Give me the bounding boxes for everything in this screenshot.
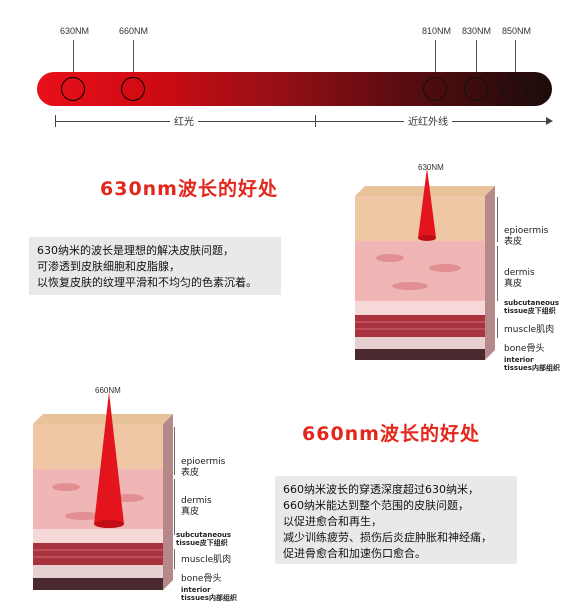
range-axis-divider bbox=[315, 115, 316, 127]
desc-630-line-3: 以恢复皮肤的纹理平滑和不均匀的色素沉着。 bbox=[37, 276, 257, 289]
skin-diagram-630 bbox=[355, 168, 495, 360]
label-dermis-630-en: dermis bbox=[504, 268, 535, 278]
label-subcutaneous-660: subcutaneous tissue皮下组织 bbox=[176, 531, 231, 547]
label-subcutaneous-630-cn: tissue皮下组织 bbox=[504, 307, 556, 315]
wl-tick-660 bbox=[133, 40, 134, 78]
label-epidermis-660: epioermis 表皮 bbox=[181, 457, 225, 479]
desc-660-line-1: 660纳米波长的穿透深度超过630纳米， bbox=[283, 483, 479, 496]
bracket-epidermis-660 bbox=[174, 427, 175, 475]
desc-660-line-4: 减少训练疲劳、损伤后炎症肿胀和神经痛， bbox=[283, 531, 492, 544]
range-axis bbox=[55, 121, 548, 122]
label-epidermis-630: epioermis 表皮 bbox=[504, 226, 548, 248]
bracket-muscle-630 bbox=[497, 318, 498, 338]
layer-bone-630 bbox=[355, 337, 485, 349]
wl-tick-810 bbox=[435, 40, 436, 78]
label-bone-660: bone骨头 bbox=[181, 574, 222, 584]
label-interior-660-cn: tissues内部组织 bbox=[181, 594, 237, 602]
bracket-dermis-630 bbox=[497, 246, 498, 301]
label-subcutaneous-660-en: subcutaneous bbox=[176, 531, 232, 539]
wl-tick-630 bbox=[73, 40, 74, 78]
wl-tick-830 bbox=[476, 40, 477, 78]
label-interior-630-cn: tissues内部组织 bbox=[504, 364, 560, 372]
label-interior-660: interior tissues内部组织 bbox=[181, 586, 237, 602]
layer-bone-660 bbox=[33, 565, 163, 578]
label-interior-630-en: interior bbox=[504, 356, 534, 364]
bracket-dermis-660 bbox=[174, 479, 175, 535]
skin-diagram-660 bbox=[33, 392, 173, 590]
desc-630: 630纳米的波长是理想的解决皮肤问题， 可渗透到皮肤细胞和皮脂腺， 以恢复皮肤的… bbox=[29, 237, 281, 295]
label-dermis-660: dermis 真皮 bbox=[181, 496, 212, 518]
title-630: 630nm波长的好处 bbox=[100, 178, 278, 200]
label-interior-630: interior tissues内部组织 bbox=[504, 356, 560, 372]
wl-label-830: 830NM bbox=[462, 26, 492, 36]
label-muscle-630: muscle肌肉 bbox=[504, 325, 555, 335]
layer-interior-660 bbox=[33, 578, 163, 590]
desc-660-line-5: 促进骨愈合和加速伤口愈合。 bbox=[283, 547, 426, 560]
desc-660-line-3: 以促进愈合和再生， bbox=[283, 515, 382, 528]
layer-muscle-630 bbox=[355, 315, 485, 337]
label-dermis-630-cn: 真皮 bbox=[504, 279, 523, 289]
desc-660: 660纳米波长的穿透深度超过630纳米， 660纳米能达到整个范围的皮肤问题， … bbox=[275, 476, 517, 564]
label-dermis-630: dermis 真皮 bbox=[504, 268, 535, 290]
wl-tick-850 bbox=[515, 40, 516, 78]
label-interior-660-en: interior bbox=[181, 586, 211, 594]
wl-marker-850 bbox=[503, 77, 527, 101]
label-muscle-660: muscle肌肉 bbox=[181, 555, 232, 565]
label-dermis-660-cn: 真皮 bbox=[181, 507, 200, 517]
bracket-muscle-660 bbox=[174, 549, 175, 569]
label-subcutaneous-660-cn: tissue皮下组织 bbox=[176, 539, 228, 547]
label-dermis-660-en: dermis bbox=[181, 496, 212, 506]
wl-label-850: 850NM bbox=[502, 26, 532, 36]
label-epidermis-630-cn: 表皮 bbox=[504, 237, 523, 247]
wl-label-630: 630NM bbox=[60, 26, 90, 36]
wl-label-810: 810NM bbox=[422, 26, 452, 36]
red-light-label: 红光 bbox=[170, 113, 198, 128]
desc-630-line-2: 可渗透到皮肤细胞和皮脂腺， bbox=[37, 260, 180, 273]
beam-label-660: 660NM bbox=[95, 386, 121, 395]
layer-subcutaneous-630 bbox=[355, 301, 485, 315]
label-epidermis-660-cn: 表皮 bbox=[181, 468, 200, 478]
range-axis-start bbox=[55, 115, 56, 127]
wl-label-660: 660NM bbox=[119, 26, 149, 36]
skin-top-660 bbox=[33, 414, 173, 424]
label-epidermis-630-en: epioermis bbox=[504, 226, 549, 236]
layer-muscle-660 bbox=[33, 543, 163, 565]
beam-label-630: 630NM bbox=[418, 163, 444, 172]
layer-dermis-630 bbox=[355, 241, 485, 301]
desc-630-line-1: 630纳米的波长是理想的解决皮肤问题， bbox=[37, 244, 234, 257]
title-660: 660nm波长的好处 bbox=[302, 423, 480, 445]
layer-interior-630 bbox=[355, 349, 485, 360]
wl-marker-660 bbox=[121, 77, 145, 101]
layer-epidermis-660 bbox=[33, 424, 163, 469]
label-bone-630: bone骨头 bbox=[504, 344, 545, 354]
near-infrared-label: 近红外线 bbox=[404, 113, 452, 128]
label-subcutaneous-630-en: subcutaneous bbox=[504, 299, 560, 307]
range-axis-arrow bbox=[546, 117, 553, 125]
bracket-epidermis-630 bbox=[497, 197, 498, 242]
skin-side-630 bbox=[485, 186, 495, 360]
skin-side-660 bbox=[163, 414, 173, 590]
light-beam-630 bbox=[418, 168, 436, 238]
wl-marker-630 bbox=[61, 77, 85, 101]
desc-660-line-2: 660纳米能达到整个范围的皮肤问题， bbox=[283, 499, 469, 512]
wl-marker-810 bbox=[423, 77, 447, 101]
light-beam-660 bbox=[94, 392, 124, 524]
layer-subcutaneous-660 bbox=[33, 529, 163, 543]
wl-marker-830 bbox=[464, 77, 488, 101]
label-epidermis-660-en: epioermis bbox=[181, 457, 226, 467]
label-subcutaneous-630: subcutaneous tissue皮下组织 bbox=[504, 299, 559, 315]
